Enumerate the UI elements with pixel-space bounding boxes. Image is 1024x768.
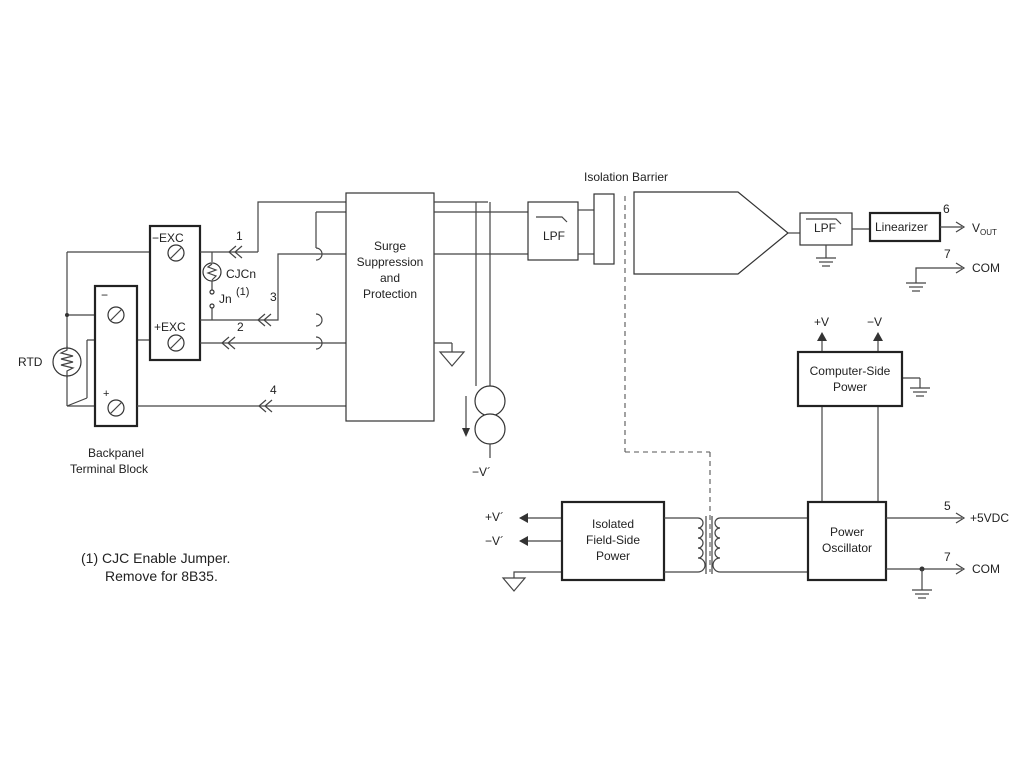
vout-subscript: OUT <box>980 228 997 237</box>
pin3-label: 3 <box>270 290 277 304</box>
terminal-minus-label: − <box>101 288 108 302</box>
pin4-label: 4 <box>270 383 277 397</box>
oscillator-label-line2: Oscillator <box>822 541 872 555</box>
pin1-label: 1 <box>236 229 243 243</box>
isolation-transformer <box>664 516 808 574</box>
isolated-field-side-power-block <box>560 500 666 582</box>
surge-label-line1: Surge <box>374 239 406 253</box>
isolated-power-label-line1: Isolated <box>592 517 634 531</box>
rtd-label: RTD <box>18 355 43 369</box>
vout-label: VOUT <box>972 221 997 237</box>
computer-power-label-line2: Power <box>833 380 867 394</box>
lpf-label-2: LPF <box>814 221 836 235</box>
minus-v-prime-label: −V´ <box>472 465 491 479</box>
plus-v-prime-left-label: +V´ <box>485 510 504 524</box>
footnote-line2: Remove for 8B35. <box>105 568 218 584</box>
cjcn-label: CJCn <box>226 267 256 281</box>
linearizer-label: Linearizer <box>875 220 928 234</box>
oscillator-label-line1: Power <box>830 525 864 539</box>
exc-terminal-block <box>148 224 202 362</box>
terminal-plus-label: + <box>103 388 109 400</box>
minus-v-prime-left-label: −V´ <box>485 534 504 548</box>
backpanel-terminal-block <box>93 284 139 428</box>
lpf-block-input <box>527 201 579 261</box>
surge-label-line2: Suppression <box>357 255 424 269</box>
linearizer-block <box>868 211 942 243</box>
isolation-barrier-label: Isolation Barrier <box>584 170 668 184</box>
com-terminal-2 <box>886 563 966 599</box>
input-wiring <box>137 201 346 413</box>
footnote-line1: (1) CJC Enable Jumper. <box>81 550 230 566</box>
field-side-power-wiring <box>501 513 562 592</box>
isolation-amplifier <box>633 191 800 275</box>
lpf2-ground <box>816 245 836 267</box>
com-label-2: COM <box>972 562 1000 576</box>
plus5vdc-label: +5VDC <box>970 511 1009 525</box>
backpanel-label-line1: Backpanel <box>88 446 144 460</box>
rtd-sensor <box>52 252 82 406</box>
vout-terminal <box>940 221 966 233</box>
com-terminal-1 <box>906 262 966 292</box>
plus-exc-label: +EXC <box>154 320 186 334</box>
surge-label-line3: and <box>380 271 400 285</box>
plus-v-label: +V <box>814 315 829 329</box>
backpanel-label-line2: Terminal Block <box>70 462 149 476</box>
pin5-label: 5 <box>944 499 951 513</box>
pin7b-label: 7 <box>944 550 951 564</box>
jn-label: Jn <box>219 292 232 306</box>
lpf-label-1: LPF <box>543 229 565 243</box>
computer-power-label-line1: Computer-Side <box>810 364 891 378</box>
lpf-block-output <box>799 212 853 246</box>
lpf-symbol-2 <box>806 218 842 225</box>
minus-exc-label: −EXC <box>152 231 184 245</box>
surge-protection-block <box>345 192 435 422</box>
surge-output-wiring <box>434 201 528 458</box>
computer-side-power-wiring <box>817 332 930 502</box>
pin6-label: 6 <box>943 202 950 216</box>
plus5vdc-terminal <box>886 512 966 524</box>
surge-label-line4: Protection <box>363 287 417 301</box>
power-oscillator-block <box>806 500 888 582</box>
minus-v-label: −V <box>867 315 882 329</box>
isolated-power-label-line3: Power <box>596 549 630 563</box>
pin2-label: 2 <box>237 320 244 334</box>
jn-footnote-mark: (1) <box>236 286 249 298</box>
com-label-1: COM <box>972 261 1000 275</box>
lpf-symbol-1 <box>536 216 568 223</box>
computer-side-power-block <box>796 350 904 408</box>
isolation-barrier <box>578 193 711 572</box>
isolated-power-label-line2: Field-Side <box>586 533 640 547</box>
pin7a-label: 7 <box>944 247 951 261</box>
